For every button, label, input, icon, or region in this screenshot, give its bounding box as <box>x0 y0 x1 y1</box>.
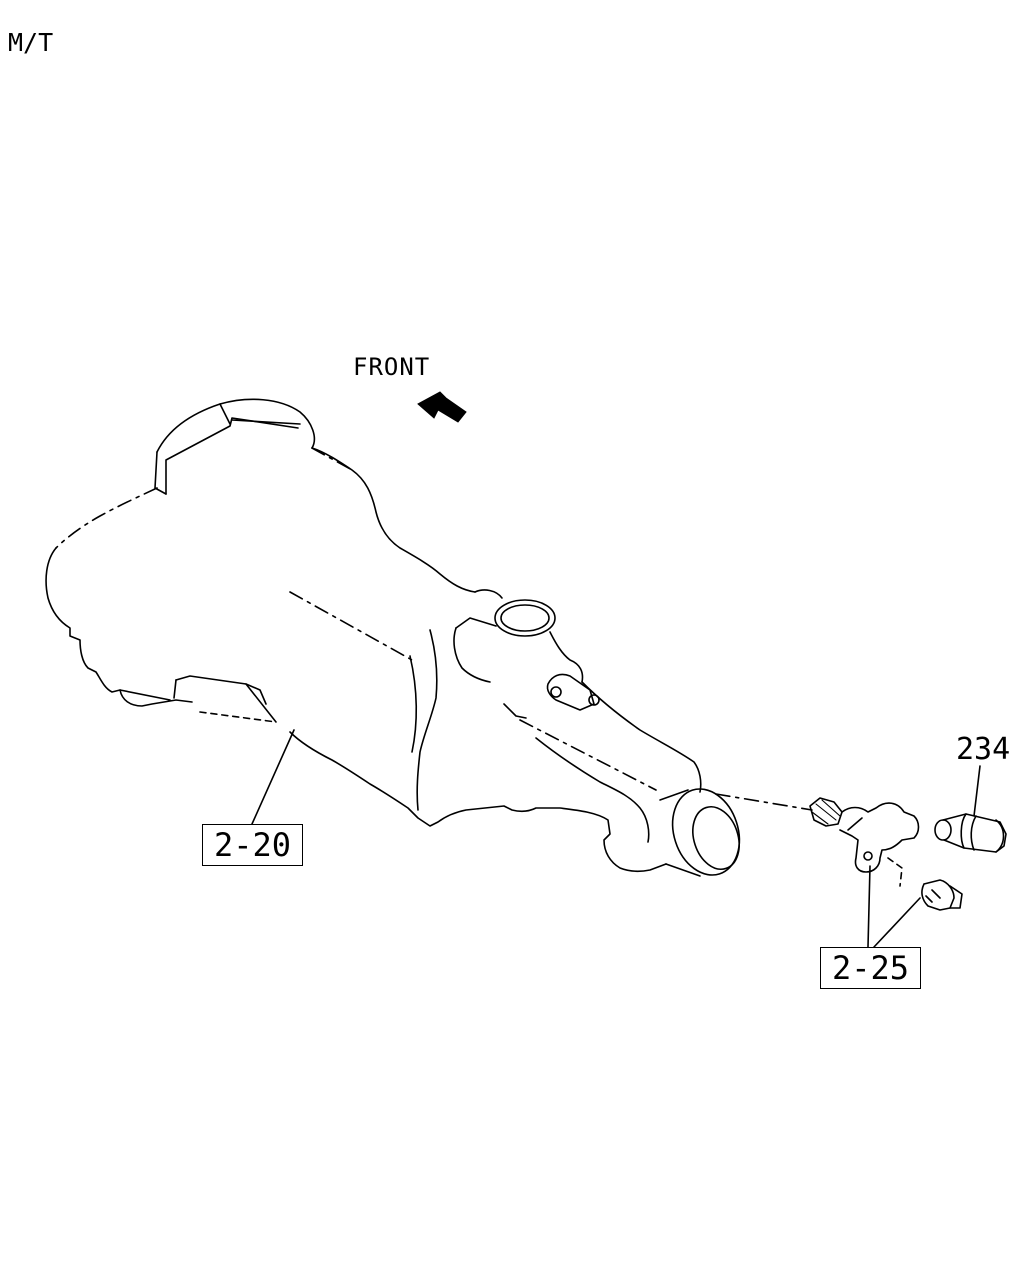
leader-line-2-20 <box>251 729 295 825</box>
front-arrow-icon <box>417 391 467 423</box>
part-number-callout[interactable]: 234 <box>956 732 1011 767</box>
speedometer-driven-gear <box>809 797 920 873</box>
transmission-housing <box>45 398 813 877</box>
part-234-component <box>934 813 1007 853</box>
reference-box-transmission[interactable]: 2-20 <box>202 824 303 866</box>
leader-line-234 <box>973 765 981 817</box>
page-title: M/T <box>8 28 54 57</box>
speedometer-sleeve-bolt <box>887 857 963 911</box>
leader-lines-2-25 <box>867 865 921 948</box>
front-direction-label: FRONT <box>353 353 431 381</box>
reference-box-speedometer[interactable]: 2-25 <box>820 947 921 989</box>
